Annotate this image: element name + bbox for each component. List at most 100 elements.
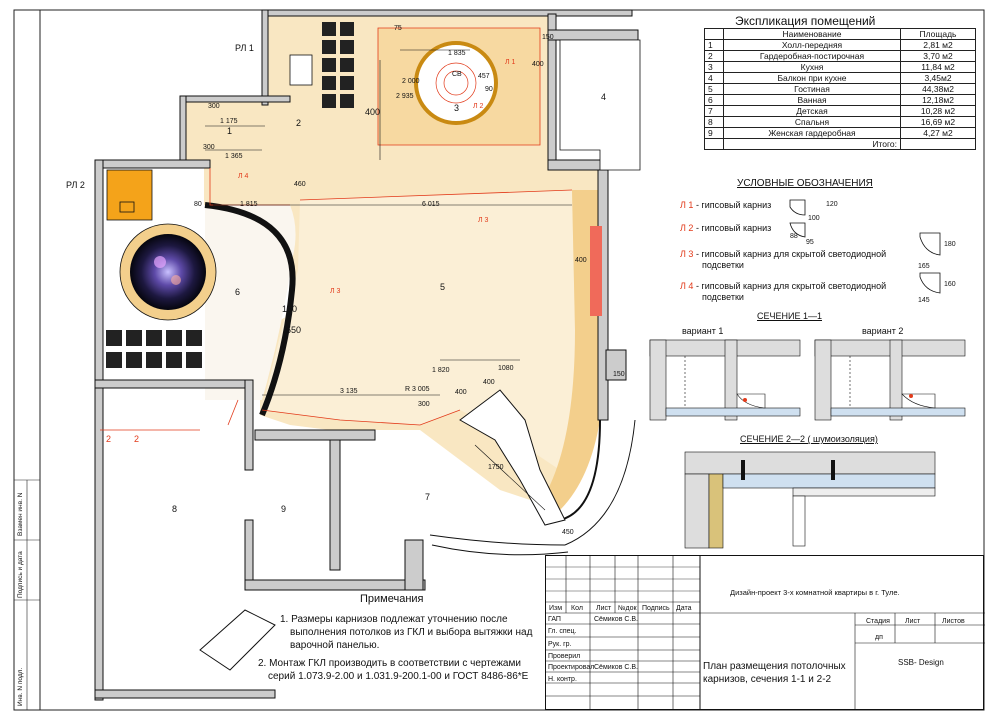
- table-cell: 12,18м2: [900, 94, 976, 106]
- dim-13: 460: [294, 181, 306, 188]
- table-cell: 3: [704, 61, 724, 73]
- room-number-8: 8: [172, 504, 178, 514]
- table-cell: Ванная: [723, 94, 901, 106]
- stamp-head-list: Лист: [596, 605, 612, 612]
- wardrobe-shelves-top: [322, 22, 354, 108]
- notes-title: Примечания: [360, 593, 424, 605]
- mark-l1: Л 1: [505, 59, 516, 66]
- legend-dim-1: 120: [826, 201, 838, 208]
- room-number-9: 9: [281, 504, 287, 514]
- dim-6: 90: [485, 86, 493, 93]
- stamp-head-kol: Кол: [571, 605, 583, 612]
- side-label-replace: Взамен инв. N: [17, 492, 24, 536]
- table-cell: 3,70 м2: [900, 50, 976, 62]
- stamp-role-4: Проектировал: [548, 664, 595, 671]
- stamp-person-0: Сёмиков С.В.: [594, 616, 638, 623]
- side-label-sign: Подпись и дата: [17, 551, 24, 598]
- section-mark-left: 2: [106, 434, 112, 444]
- legend-code: Л 1: [680, 200, 694, 210]
- dim-12: 300: [203, 144, 215, 151]
- mark-l4: Л 4: [238, 173, 249, 180]
- dim-23: 300: [418, 401, 430, 408]
- table-cell: Холл-передняя: [723, 39, 901, 51]
- note-1-line-1: 1. Размеры карнизов подлежат уточнению п…: [280, 614, 508, 625]
- table-cell: 10,28 м2: [900, 105, 976, 117]
- table-cell: 3,45м2: [900, 72, 976, 84]
- walls: [94, 9, 639, 701]
- table-cell: 4,27 м2: [900, 127, 976, 139]
- table-total-row: Итого:: [704, 138, 976, 150]
- dim-22: 3 135: [340, 388, 358, 395]
- stamp-head-izm: Изм: [549, 605, 563, 612]
- stamp-head-ndok: №док: [618, 605, 637, 612]
- legend-dim-5: 165: [918, 263, 930, 270]
- room-fills: [184, 14, 600, 510]
- table-cell: 1: [704, 39, 724, 51]
- dim-25: 400: [455, 389, 467, 396]
- dim-15: 1 815: [240, 201, 258, 208]
- dim-28: 150: [613, 371, 625, 378]
- room-number-5: 5: [440, 282, 446, 292]
- table-cell: 2: [704, 50, 724, 62]
- room-number-7: 7: [425, 492, 431, 502]
- dim-2: 1 835: [448, 50, 466, 57]
- dim-8: 75: [394, 25, 402, 32]
- stamp-stage-head: Стадия: [866, 618, 890, 625]
- note-2-line-2: серий 1.073.9-2.00 и 1.031.9-200.1-00 и …: [268, 671, 529, 682]
- title-block-grid: [545, 555, 985, 710]
- legend-item-l3: Л 3 - гипсовый карниз для скрытой светод…: [680, 249, 886, 271]
- dim-9: 1 175: [220, 118, 238, 125]
- room-number-3: 3: [454, 103, 460, 113]
- table-header-cell: Площадь: [900, 28, 976, 40]
- variant-2-label: вариант 2: [862, 326, 904, 336]
- stamp-stage-value: дп: [875, 634, 883, 641]
- dim-21: R 3 005: [405, 386, 430, 393]
- room-number-2: 2: [296, 118, 302, 128]
- legend-dim-7: 145: [918, 297, 930, 304]
- variant-1-label: вариант 1: [682, 326, 724, 336]
- stamp-sheet-title-line-1: План размещения потолочных: [703, 661, 846, 672]
- room-number-1: 1: [227, 126, 233, 136]
- stamp-sheet-title: План размещения потолочных карнизов, сеч…: [703, 660, 846, 686]
- stamp-project: Дизайн-проект 3-х комнатной квартиры в г…: [730, 588, 900, 597]
- stamp-role-2: Рук. гр.: [548, 641, 572, 648]
- table-header-row: Наименование Площадь: [704, 28, 976, 40]
- dim-20: 1 820: [432, 367, 450, 374]
- balcony-red-panel: [590, 226, 602, 316]
- room-number-6: 6: [235, 287, 241, 297]
- dimension-lines: [205, 49, 572, 511]
- dim-1: 400: [532, 61, 544, 68]
- note-2-line-1: 2. Монтаж ГКЛ производить в соответствии…: [258, 658, 521, 669]
- stamp-role-3: Проверил: [548, 653, 581, 660]
- legend-text: - гипсовый карниз для скрытой светодиодн…: [695, 249, 887, 259]
- legend-dim-2: 88: [790, 233, 798, 240]
- table-cell: Балкон при кухне: [723, 72, 901, 84]
- dim-5: 457: [478, 73, 490, 80]
- legend-item-l4: Л 4 - гипсовый карниз для скрытой светод…: [680, 281, 886, 303]
- section-2-2-title: СЕЧЕНИЕ 2—2 ( шумоизоляция): [740, 434, 878, 444]
- wardrobe-shelves-left: [106, 330, 202, 368]
- mark-l3b: Л 3: [330, 288, 341, 295]
- galaxy-ceiling: [130, 234, 206, 310]
- table-cell: 11,84 м2: [900, 61, 976, 73]
- table-cell: 16,69 м2: [900, 116, 976, 128]
- dim-4: 2 935: [396, 93, 414, 100]
- legend-title: УСЛОВНЫЕ ОБОЗНАЧЕНИЯ: [737, 178, 873, 189]
- stamp-sheet-title-line-2: карнизов, сечения 1-1 и 2-2: [703, 674, 832, 685]
- note-1-line-2: выполнения потолков из ГКЛ и выбора вытя…: [290, 627, 533, 638]
- section-2-2-drawing: [684, 451, 936, 549]
- legend-dim-6: 160: [944, 281, 956, 288]
- legend-dim-3: 95: [806, 239, 814, 246]
- table-cell: 44,38м2: [900, 83, 976, 95]
- legend-code: Л 2: [680, 223, 694, 233]
- dim-26: 400: [483, 379, 495, 386]
- table-cell: 4: [704, 72, 724, 84]
- section-mark-right: 2: [134, 434, 140, 444]
